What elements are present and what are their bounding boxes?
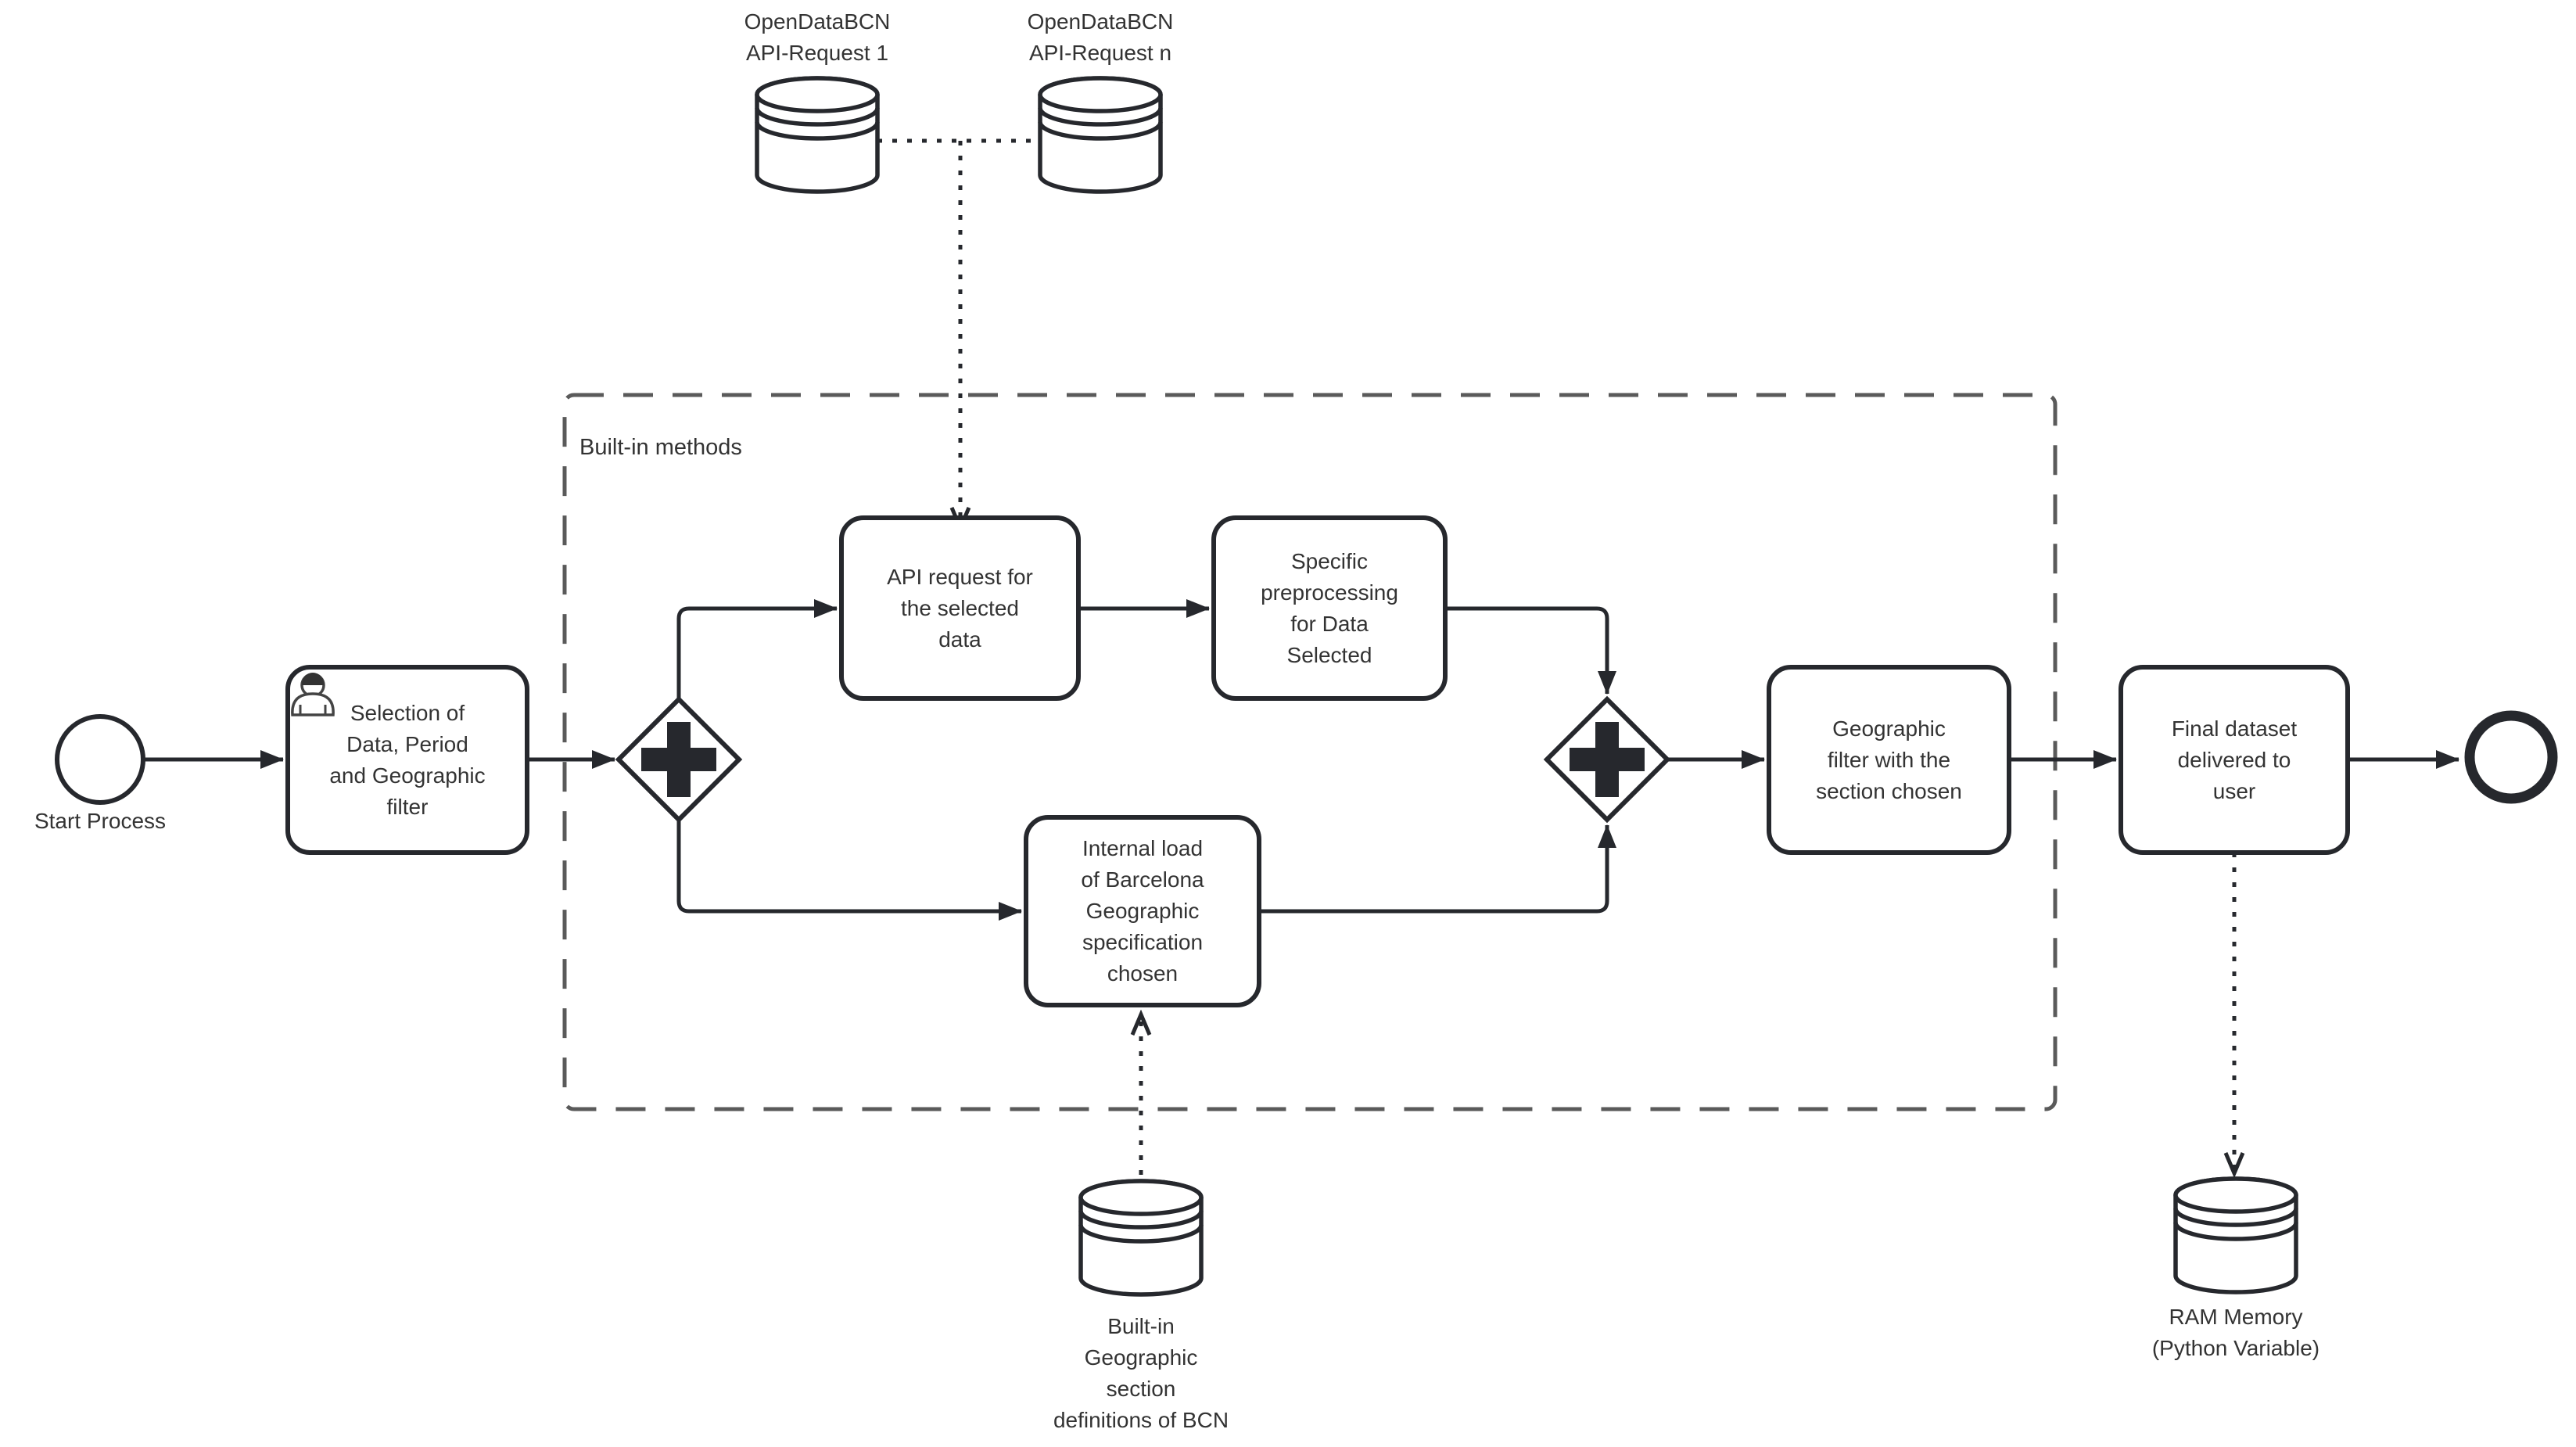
final-task-label: Final dataset delivered to user — [2171, 716, 2298, 803]
specific-task-label: Specific preprocessing for Data Selected — [1261, 548, 1398, 667]
datastore-label-opendata1: OpenDataBCN API-Request 1 — [744, 9, 891, 65]
database-cylinder-icon — [1081, 1181, 1201, 1294]
selection-task-box — [285, 665, 529, 855]
api-task-box — [839, 515, 1081, 701]
join-parallel-gateway — [1543, 695, 1671, 824]
start-event-label: Start Process — [34, 809, 167, 833]
internal-task-label: Internal load of Barcelona Geographic sp… — [1081, 836, 1204, 986]
ram-store-label: RAM Memory (Python Variable) — [2151, 1305, 2320, 1360]
final-task-box — [2119, 665, 2350, 855]
selection-task-label: Selection of Data, Period and Geographic… — [329, 700, 486, 819]
end-event-circle — [2464, 710, 2558, 804]
database-cylinder-icon — [1040, 78, 1161, 192]
internal-task-box — [1024, 815, 1261, 1007]
database-cylinder-icon — [757, 78, 877, 192]
flow-split-gateway-to-api-task — [676, 599, 838, 699]
user-person-icon — [291, 673, 335, 716]
datastore-label-opendataN: OpenDataBCN API-Request n — [1027, 9, 1174, 65]
builtin-methods-container-label: Built-in methods — [579, 435, 742, 460]
api-task-label: API request for the selected data — [887, 564, 1033, 652]
specific-task-box — [1211, 515, 1448, 701]
flow-split-gateway-to-internal-task — [676, 820, 1022, 921]
split-parallel-gateway — [615, 695, 743, 824]
builtin-geo-store-label: Built-in Geographic section definitions … — [1053, 1314, 1229, 1432]
start-event-circle — [55, 714, 145, 805]
flow-internal-task-to-join-gateway — [1259, 824, 1616, 914]
builtin-methods-container — [562, 393, 2058, 1111]
flow-specific-task-to-join-gateway — [1445, 606, 1616, 695]
geographic-task-box — [1767, 665, 2011, 855]
database-cylinder-icon — [2176, 1179, 2296, 1292]
geographic-task-label: Geographic filter with the section chose… — [1816, 716, 1962, 803]
